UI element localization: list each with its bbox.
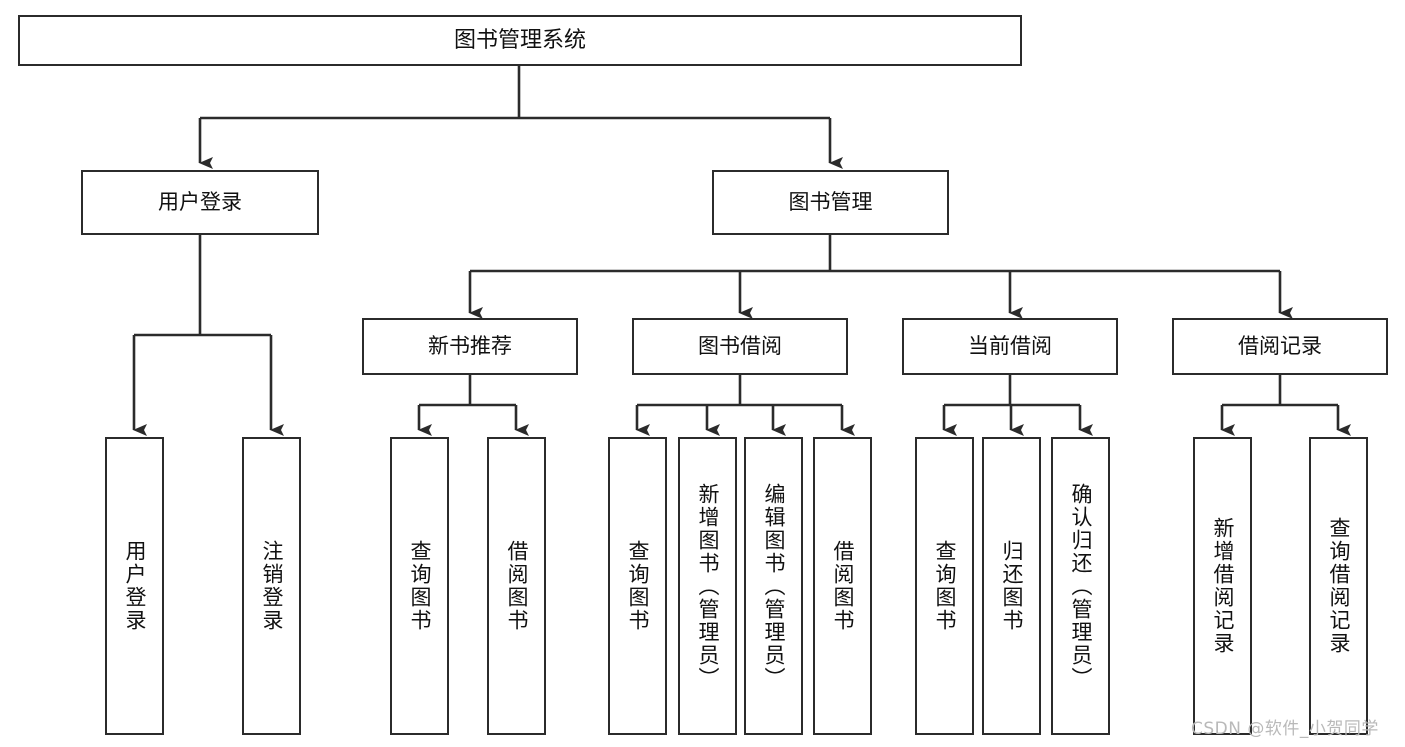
node-label: 新增图书（管理员） — [696, 482, 720, 690]
node-label: 借阅图书 — [831, 540, 855, 632]
node-label: 查询借阅记录 — [1327, 517, 1351, 655]
node-leaf-query-borrow-record[interactable]: 查询借阅记录 — [1309, 437, 1368, 735]
node-label: 当前借阅 — [968, 334, 1052, 359]
node-label: 查询图书 — [408, 540, 432, 632]
node-leaf-add-borrow-record[interactable]: 新增借阅记录 — [1193, 437, 1252, 735]
node-leaf-query-book-borrow[interactable]: 查询图书 — [608, 437, 667, 735]
node-label: 新增借阅记录 — [1211, 517, 1235, 655]
node-leaf-add-book-admin[interactable]: 新增图书（管理员） — [678, 437, 737, 735]
node-label: 用户登录 — [123, 540, 147, 632]
node-leaf-logout[interactable]: 注销登录 — [242, 437, 301, 735]
node-leaf-borrow-book-recommend[interactable]: 借阅图书 — [487, 437, 546, 735]
node-label: 图书管理系统 — [453, 27, 586, 53]
node-label: 借阅记录 — [1238, 334, 1322, 359]
node-label: 用户登录 — [158, 190, 242, 215]
node-user-login[interactable]: 用户登录 — [81, 170, 319, 235]
node-label: 图书借阅 — [698, 334, 782, 359]
node-root-system[interactable]: 图书管理系统 — [18, 15, 1022, 66]
node-leaf-edit-book-admin[interactable]: 编辑图书（管理员） — [744, 437, 803, 735]
node-leaf-return-book[interactable]: 归还图书 — [982, 437, 1041, 735]
node-label: 归还图书 — [1000, 540, 1024, 632]
node-label: 编辑图书（管理员） — [762, 482, 786, 690]
node-current-borrow[interactable]: 当前借阅 — [902, 318, 1118, 375]
node-label: 注销登录 — [260, 540, 284, 632]
node-book-borrow[interactable]: 图书借阅 — [632, 318, 848, 375]
node-leaf-query-book-current[interactable]: 查询图书 — [915, 437, 974, 735]
node-book-management[interactable]: 图书管理 — [712, 170, 949, 235]
node-leaf-user-login[interactable]: 用户登录 — [105, 437, 164, 735]
node-label: 查询图书 — [933, 540, 957, 632]
node-label: 查询图书 — [626, 540, 650, 632]
node-borrow-record[interactable]: 借阅记录 — [1172, 318, 1388, 375]
node-label: 确认归还（管理员） — [1069, 482, 1093, 690]
node-leaf-borrow-book[interactable]: 借阅图书 — [813, 437, 872, 735]
node-new-book-recommend[interactable]: 新书推荐 — [362, 318, 578, 375]
node-leaf-confirm-return-admin[interactable]: 确认归还（管理员） — [1051, 437, 1110, 735]
node-label: 新书推荐 — [428, 334, 512, 359]
node-leaf-query-book-recommend[interactable]: 查询图书 — [390, 437, 449, 735]
node-label: 图书管理 — [788, 190, 873, 215]
watermark-text: CSDN @软件_小贺同学 — [1191, 719, 1379, 739]
node-label: 借阅图书 — [505, 540, 529, 632]
